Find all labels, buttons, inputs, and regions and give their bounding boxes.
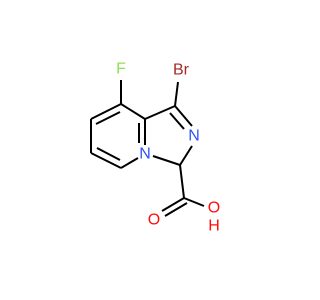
bond-c-o-double (161, 197, 185, 212)
bond-c8-c7-inner (95, 111, 121, 125)
substituent-bonds (120, 80, 205, 217)
bond-c-oh (183, 197, 205, 207)
bond-c8-c8a (120, 103, 146, 120)
imidazole-ring (144, 105, 193, 166)
bond-c6-c5-inner (96, 147, 121, 161)
bond-c8a-c1 (144, 105, 176, 120)
atom-hydrogen-hydroxyl: H (208, 218, 220, 235)
bond-c1-n2 (174, 105, 193, 127)
bond-c1-br (174, 81, 179, 107)
bond-c5-n4 (120, 157, 139, 169)
bond-n2-c3 (179, 145, 193, 166)
bond-c3-n4 (152, 155, 181, 166)
atom-nitrogen-bridgehead: N (139, 146, 151, 163)
atom-bromine: Br (173, 62, 190, 79)
bond-c-o-double-inner (164, 202, 188, 217)
molecule-canvas: F Br N N O O H (90, 61, 220, 235)
atom-oxygen-carbonyl: O (148, 212, 160, 229)
bond-c8-c7 (90, 103, 122, 120)
bond-c3-ccooh (179, 164, 185, 199)
molecule-structure: F Br N N O O H (90, 61, 220, 235)
pyridine-ring (90, 103, 146, 169)
bond-c1-n2-inner (169, 112, 185, 130)
atom-nitrogen-imidazole: N (188, 128, 200, 145)
atom-fluorine: F (116, 61, 126, 78)
atom-oxygen-hydroxyl: O (208, 200, 220, 217)
bond-c6-c5 (90, 152, 122, 169)
